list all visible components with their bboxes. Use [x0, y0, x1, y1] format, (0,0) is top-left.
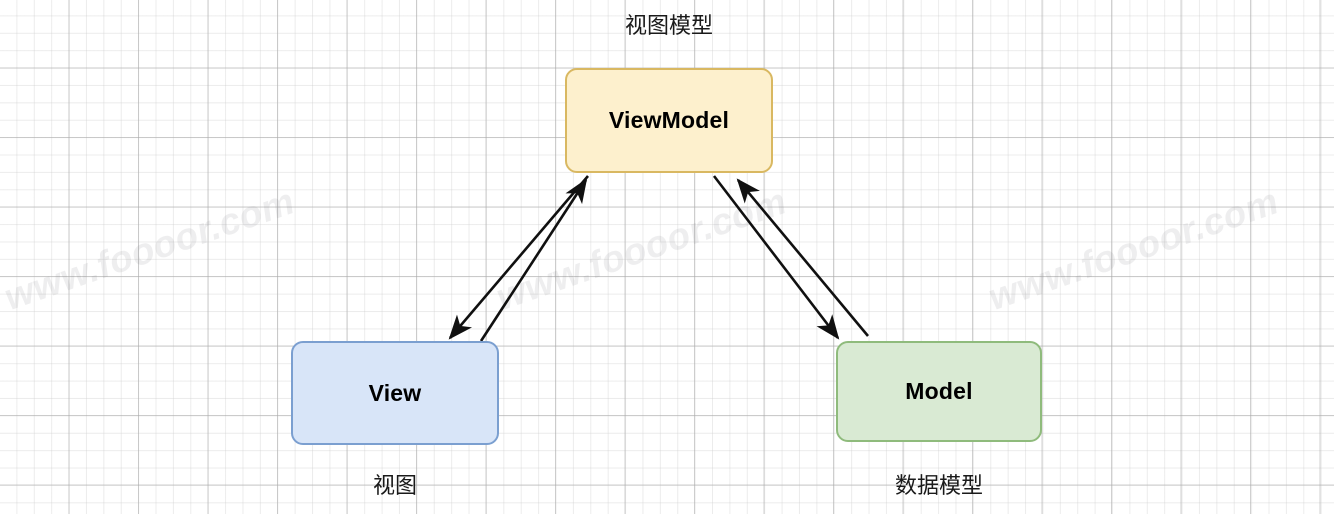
node-model[interactable]: Model — [836, 341, 1042, 442]
viewmodel-caption: 视图模型 — [624, 13, 713, 38]
watermark-text: www.foooor.com — [983, 180, 1284, 318]
node-view[interactable]: View — [291, 341, 499, 445]
view-caption: 视图 — [372, 473, 417, 498]
node-view-label: View — [368, 379, 422, 406]
arrow-view-to-viewmodel — [479, 178, 588, 342]
node-viewmodel-label: ViewModel — [608, 107, 730, 133]
node-model-label: Model — [905, 378, 973, 404]
node-viewmodel[interactable]: ViewModel — [565, 68, 773, 173]
watermark-text: www.foooor.com — [491, 180, 792, 318]
arrow-viewmodel-to-model — [712, 175, 840, 340]
model-caption: 数据模型 — [894, 473, 983, 498]
arrow-viewmodel-to-view — [448, 175, 589, 340]
watermark-text: www.foooor.com — [0, 180, 300, 318]
arrow-model-to-viewmodel — [736, 178, 869, 337]
